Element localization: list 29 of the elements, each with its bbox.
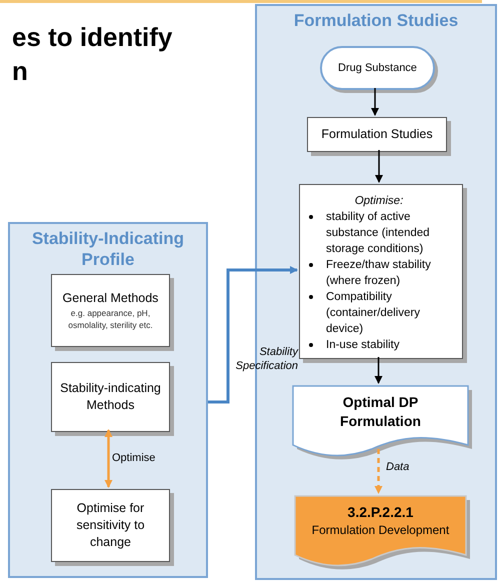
box-title: Stability-indicating Methods xyxy=(59,380,162,414)
edge-label: Data xyxy=(386,460,410,474)
document-title: Optimal DP Formulation xyxy=(339,393,422,431)
list-item: stability of active substance (intended storage conditions) xyxy=(326,210,431,257)
terminal-shape: Drug Substance xyxy=(320,46,435,90)
list-item: Compatibility (container/delivery device) xyxy=(326,290,421,337)
edge-label: Stability Specification xyxy=(234,345,298,373)
arrow xyxy=(371,88,379,116)
document-shape xyxy=(294,495,467,567)
box-title: General Methods xyxy=(62,290,158,307)
list-item: Freeze/thaw stability (where frozen) xyxy=(326,258,432,289)
edge-label: Optimise xyxy=(112,451,156,465)
arrow xyxy=(375,150,383,183)
arrow xyxy=(374,449,382,494)
arrow xyxy=(208,266,298,404)
box-title: Optimise for sensitivity to change xyxy=(75,500,146,551)
list-heading: Optimise: xyxy=(354,194,404,209)
document-shape xyxy=(292,385,469,457)
group-heading: Stability-Indicating Profile xyxy=(30,228,186,270)
list-item: In-use stability xyxy=(326,338,400,353)
document-title: 3.2.P.2.2.1 xyxy=(348,503,414,522)
arrow xyxy=(104,429,112,488)
heading-text: es to identify n xyxy=(12,21,174,88)
box-note: e.g. appearance, pH, osmolality, sterility etc. xyxy=(67,307,154,331)
box-title: Formulation Studies xyxy=(321,126,433,143)
group-heading: Formulation Studies xyxy=(292,10,460,31)
group-panel xyxy=(8,222,208,578)
arrow xyxy=(374,357,382,384)
document-subtitle: Formulation Development xyxy=(312,522,450,539)
